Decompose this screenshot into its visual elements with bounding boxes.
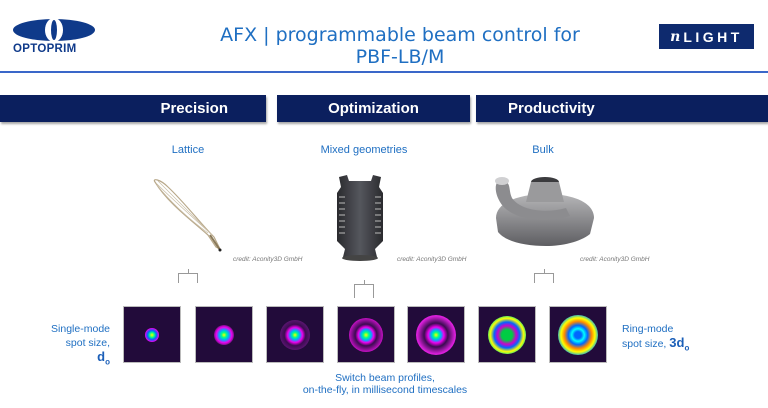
band-precision: Precision	[0, 95, 266, 122]
optoprim-eye-icon	[13, 18, 95, 42]
header-divider	[0, 71, 768, 73]
band-label: Precision	[160, 100, 228, 117]
bracket-mixed	[354, 280, 374, 298]
optoprim-logo: OPTOPRIM	[10, 18, 100, 58]
beam-profile-single-mode-2	[195, 306, 253, 363]
beam-profile-transition-1	[266, 306, 324, 363]
credit-lattice: credit: Aconity3D GmbH	[233, 256, 303, 263]
bracket-bulk	[534, 269, 554, 283]
optoprim-wordmark: OPTOPRIM	[13, 43, 77, 55]
ring-mode-label: Ring-mode spot size, 3do	[622, 323, 690, 353]
beam-profile-single-mode-1	[123, 306, 181, 363]
category-lattice-label: Lattice	[171, 144, 205, 156]
single-mode-label: Single-mode spot size, do	[51, 323, 110, 367]
credit-bulk: credit: Aconity3D GmbH	[580, 256, 650, 263]
beam-profile-ring-mode-2	[549, 306, 607, 363]
category-mixed-label: Mixed geometries	[320, 144, 408, 156]
beam-profile-transition-3	[407, 306, 465, 363]
nlight-logo-prefix: n	[670, 28, 681, 45]
beam-profile-ring-mode-1	[478, 306, 536, 363]
bracket-lattice	[178, 269, 198, 283]
nlight-logo-text: LIGHT	[683, 28, 743, 45]
band-label: Productivity	[508, 100, 595, 117]
caption: Switch beam profiles, on-the-fly, in mil…	[302, 372, 468, 396]
category-bulk-label: Bulk	[532, 144, 554, 156]
spot-size-symbol: do	[97, 349, 110, 367]
mixed-geometry-part-image	[337, 175, 383, 261]
band-optimization: Optimization	[277, 95, 470, 122]
bulk-part-image	[495, 177, 594, 246]
band-productivity: Productivity	[476, 95, 768, 122]
credit-mixed: credit: Aconity3D GmbH	[397, 256, 467, 263]
page-title: AFX | programmable beam control for PBF-…	[220, 24, 580, 68]
lattice-part-image	[153, 179, 222, 252]
nlight-logo: n LIGHT	[659, 24, 754, 49]
beam-profile-transition-2	[337, 306, 395, 363]
spot-size-symbol: 3do	[669, 335, 690, 353]
band-label: Optimization	[328, 100, 419, 117]
